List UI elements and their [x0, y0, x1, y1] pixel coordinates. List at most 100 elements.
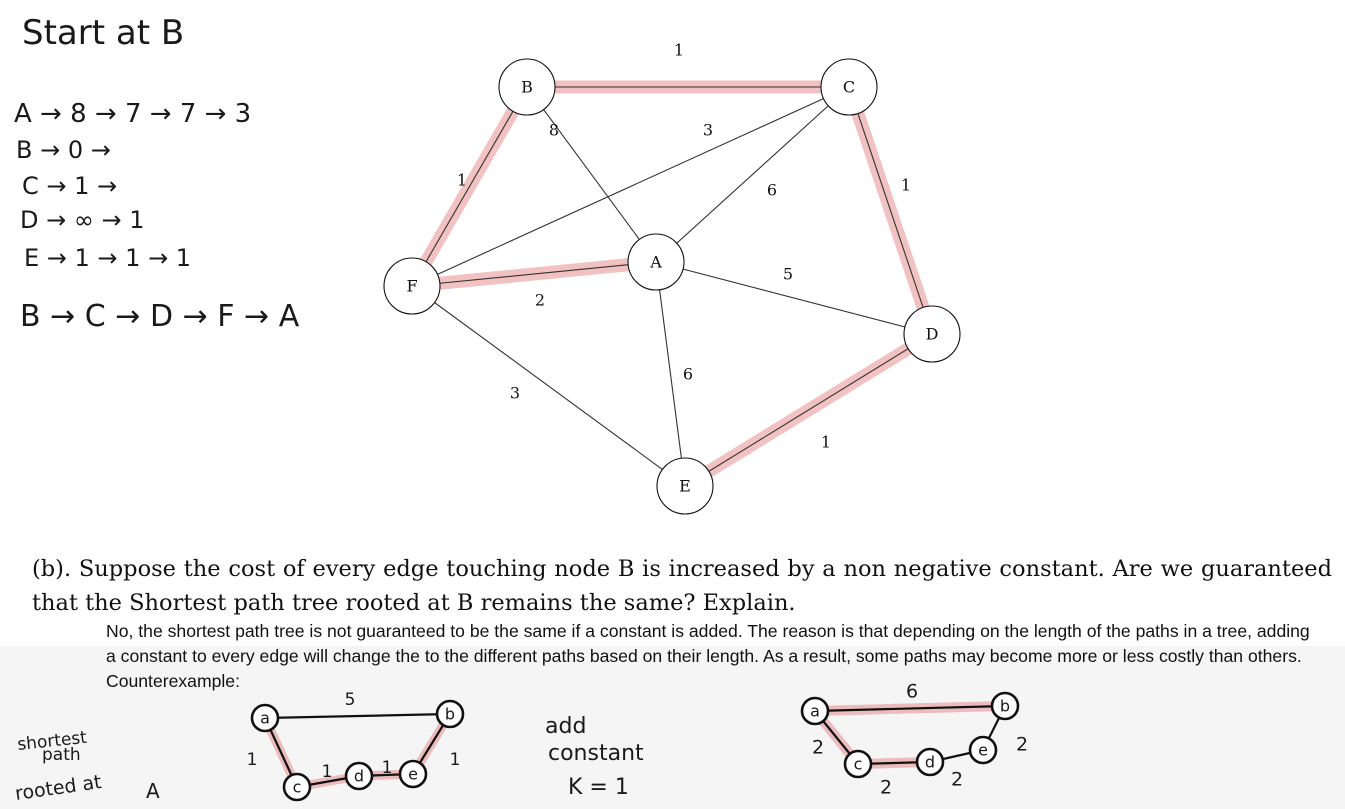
edge-F-A — [411, 261, 657, 287]
edge-A-E — [655, 261, 686, 487]
edge-D-E — [684, 333, 933, 487]
node-label-C: C — [843, 78, 855, 97]
edge-weight-c-d: 1 — [322, 762, 333, 782]
edge-weight-a-c: 1 — [247, 750, 258, 770]
edge-C-A — [655, 86, 850, 263]
edge-weight-F-E: 3 — [510, 384, 520, 403]
edge-weight-C-A: 6 — [767, 181, 777, 200]
node-c: c — [843, 749, 873, 779]
node-circle-F — [383, 257, 441, 315]
edge-weight-B-F: 1 — [457, 171, 467, 190]
node-label-d: d — [354, 767, 364, 786]
node-circle-c — [282, 772, 312, 802]
node-label-c: c — [854, 755, 863, 774]
edge-weight-A-E: 6 — [683, 365, 693, 384]
edge-a-b — [814, 704, 1006, 713]
notes-row-e: E → 1 → 1 → 1 — [24, 244, 191, 272]
node-e: e — [968, 735, 998, 765]
node-circle-c — [843, 749, 873, 779]
node-circle-e — [398, 759, 428, 789]
node-a: a — [250, 703, 280, 733]
node-label-F: F — [406, 277, 417, 296]
node-circle-a — [800, 696, 830, 726]
node-a: a — [800, 696, 830, 726]
sketch-left-caption-3: rooted at — [14, 771, 103, 805]
edge-a-b — [264, 712, 451, 720]
node-e: e — [398, 759, 428, 789]
node-circle-e — [968, 735, 998, 765]
middle-note-line-3: K = 1 — [568, 775, 629, 800]
node-label-c: c — [293, 778, 302, 797]
edge-weight-D-E: 1 — [821, 433, 831, 452]
question-text: (b). Suppose the cost of every edge touc… — [32, 556, 1332, 616]
sketch-right: 6 2 2 2 2 a b c d e — [800, 681, 1028, 799]
node-label-A: A — [649, 253, 662, 272]
edge-weight-a-b: 6 — [906, 681, 918, 703]
notes-row-a: A → 8 → 7 → 7 → 3 — [14, 99, 251, 129]
edge-weight-a-c: 2 — [812, 737, 824, 759]
notes-order: B → C → D → F → A — [20, 299, 300, 334]
node-label-D: D — [926, 325, 939, 344]
node-label-b: b — [1000, 697, 1010, 716]
edge-A-D — [655, 261, 933, 335]
edge-weight-d-e: 1 — [382, 758, 393, 778]
node-circle-b — [435, 699, 465, 729]
answer-text: No, the shortest path tree is not guaran… — [106, 621, 1310, 691]
edge-weight-c-d: 2 — [880, 777, 892, 799]
notes-row-c: C → 1 → — [22, 172, 117, 200]
lower-band — [0, 646, 1345, 809]
node-C: C — [820, 58, 878, 116]
node-label-a: a — [810, 702, 820, 721]
edge-weight-e-b: 1 — [450, 750, 461, 770]
edge-weight-B-C: 1 — [674, 41, 684, 60]
edge-C-D — [848, 86, 933, 335]
notes-row-d: D → ∞ → 1 — [20, 206, 144, 234]
node-circle-a — [250, 703, 280, 733]
node-B: B — [498, 58, 556, 116]
node-label-d: d — [925, 753, 935, 772]
node-label-e: e — [978, 741, 988, 760]
node-D: D — [903, 305, 961, 363]
main-graph: 1 8 1 3 6 1 2 5 6 3 1 B C A F D E — [383, 41, 961, 515]
node-d: d — [344, 761, 374, 791]
edge-weight-a-b: 5 — [345, 690, 356, 710]
edge-weight-A-D: 5 — [783, 265, 793, 284]
node-label-e: e — [408, 765, 418, 784]
node-circle-C — [820, 58, 878, 116]
node-circle-D — [903, 305, 961, 363]
edge-weight-d-e: 2 — [951, 769, 963, 791]
node-b: b — [990, 691, 1020, 721]
handwritten-notes: Start at B A → 8 → 7 → 7 → 3 B → 0 → C →… — [14, 13, 300, 334]
node-circle-A — [627, 233, 685, 291]
edge-F-E — [411, 285, 686, 487]
node-circle-d — [344, 761, 374, 791]
edge-B-A — [526, 86, 657, 263]
node-c: c — [282, 772, 312, 802]
edge-weight-e-b: 2 — [1016, 734, 1028, 756]
middle-note-line-2: constant — [548, 741, 644, 766]
sketch-left-caption-4: A — [146, 779, 160, 803]
node-circle-d — [915, 747, 945, 777]
node-label-B: B — [521, 78, 533, 97]
node-circle-B — [498, 58, 556, 116]
node-F: F — [383, 257, 441, 315]
node-label-E: E — [679, 477, 691, 496]
edge-weight-F-A: 2 — [535, 291, 545, 310]
node-E: E — [656, 457, 714, 515]
node-A: A — [627, 233, 685, 291]
node-d: d — [915, 747, 945, 777]
node-b: b — [435, 699, 465, 729]
notes-title: Start at B — [22, 13, 184, 53]
node-label-a: a — [260, 709, 270, 728]
node-circle-b — [990, 691, 1020, 721]
edge-weight-B-A: 8 — [549, 121, 559, 140]
middle-note: add constant K = 1 — [545, 714, 644, 800]
edge-weight-C-F: 3 — [703, 121, 713, 140]
node-label-b: b — [445, 705, 455, 724]
edge-B-F — [411, 86, 528, 287]
edge-weight-C-D: 1 — [901, 176, 911, 195]
notes-row-b: B → 0 → — [16, 136, 111, 164]
node-circle-E — [656, 457, 714, 515]
